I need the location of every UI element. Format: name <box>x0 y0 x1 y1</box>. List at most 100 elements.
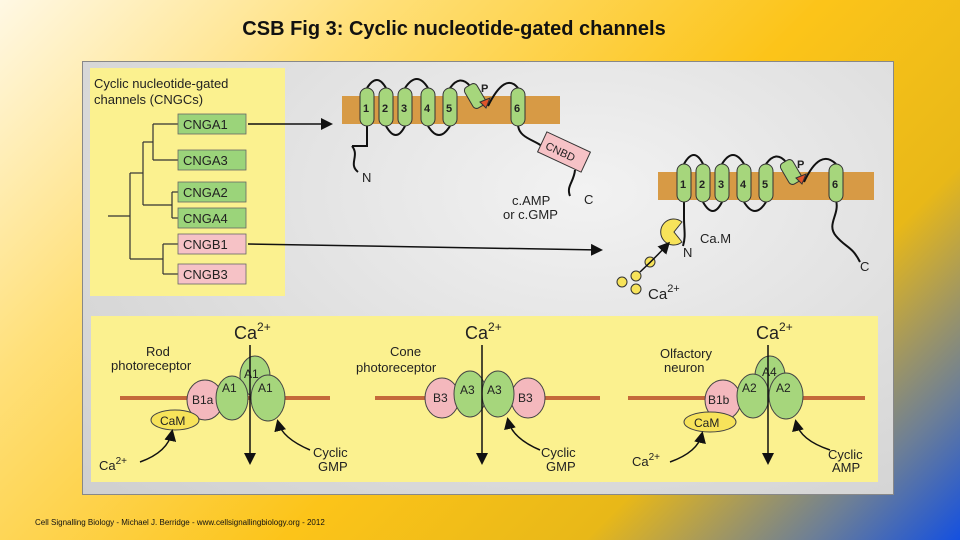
channel-a-segment-3 <box>397 87 413 127</box>
olfactory-cam <box>683 411 737 433</box>
channel-b-label-4: 4 <box>740 179 747 191</box>
olfactory-ligand-arrow <box>792 419 831 451</box>
olfactory-label-a4: A4 <box>762 365 777 379</box>
rod-ligand-arrow <box>274 419 311 451</box>
olfactory-cam-label: CaM <box>694 416 719 430</box>
rod-subunit-a1-left <box>215 375 249 421</box>
cone-label-a3-left: A3 <box>460 383 475 397</box>
channel-a-label-2: 2 <box>382 103 388 115</box>
olfactory-neuron-complex: Ca2+ Olfactory neuron B1b A2 A2 A4 CaM C… <box>628 320 865 475</box>
channel-b-label-1: 1 <box>680 179 686 191</box>
cone-ligand-line1: Cyclic <box>541 445 576 460</box>
olfactory-top-ion: Ca2+ <box>756 320 793 343</box>
olfactory-cell-line2: neuron <box>664 360 704 375</box>
channel-b-pore-tip <box>795 173 807 185</box>
channel-a-segment-2 <box>378 87 394 127</box>
ca-ion <box>630 270 642 282</box>
footer-credit: Cell Signalling Biology - Michael J. Ber… <box>35 518 325 527</box>
rod-label-b1a: B1a <box>192 393 214 407</box>
channel-b-label-2: 2 <box>699 179 705 191</box>
subunit-box-cngb3 <box>177 263 247 285</box>
subunit-box-cnga2 <box>177 181 247 203</box>
rod-cam-label: CaM <box>160 414 185 428</box>
cnbd-ligand-line1: c.AMP <box>512 193 550 208</box>
channel-b-label-5: 5 <box>762 179 768 191</box>
subunit-box-cngb1 <box>177 233 247 255</box>
olfactory-bottom-ion: Ca2+ <box>632 452 660 469</box>
channel-b-c-label: C <box>860 259 869 274</box>
channel-a-label-4: 4 <box>424 103 431 115</box>
cone-photoreceptor-complex: Ca2+ Cone photoreceptor B3 A3 A3 B3 Cycl… <box>356 320 600 474</box>
ca-to-cam-arrow <box>639 241 671 273</box>
channel-b-n-tail <box>682 200 686 247</box>
channel-b-ion-label: Ca2+ <box>648 283 680 303</box>
rod-cell-line2: photoreceptor <box>111 358 192 373</box>
tree-heading-line1: Cyclic nucleotide-gated <box>94 76 228 91</box>
channel-b-segment-2 <box>695 163 711 203</box>
rod-label-a1-left: A1 <box>222 381 237 395</box>
channel-b-segment-3 <box>714 163 730 203</box>
cnbd-ligand-line2: or c.GMP <box>503 207 558 222</box>
channel-b-n-label: N <box>683 245 692 260</box>
channel-a-label-3: 3 <box>401 103 407 115</box>
dendrogram <box>108 123 178 275</box>
rod-label-a1-right: A1 <box>258 381 273 395</box>
cone-ligand-line2: GMP <box>546 459 576 474</box>
rod-subunit-a1-right <box>250 374 286 422</box>
slide-title: CSB Fig 3: Cyclic nucleotide-gated chann… <box>242 18 666 40</box>
channel-b-label-3: 3 <box>718 179 724 191</box>
rod-photoreceptor-complex: Ca2+ Rod photoreceptor B1a A1 A1 A1 CaM … <box>99 320 348 474</box>
cone-label-b3-right: B3 <box>518 391 533 405</box>
channel-b-cam-bound <box>660 218 683 246</box>
channel-a-label-1: 1 <box>363 103 369 115</box>
channel-a-topology: 1 2 3 4 5 6 P N C CNBD c.AMP or c.GMP <box>342 78 593 222</box>
channel-a-segment-4 <box>420 87 436 127</box>
channel-b-cam-label: Ca.M <box>700 231 731 246</box>
olfactory-label-a2-right: A2 <box>776 381 791 395</box>
channel-b-label-6: 6 <box>832 179 838 191</box>
channel-a-pore-tip <box>479 97 491 109</box>
channel-a-n-label: N <box>362 170 371 185</box>
olfactory-subunit-a2-right <box>768 372 804 420</box>
subunit-box-cnga3 <box>177 149 247 171</box>
channel-b-segment-1 <box>676 163 692 203</box>
rod-ligand-line1: Cyclic <box>313 445 348 460</box>
channel-b-c-tail <box>831 199 861 263</box>
rod-top-ion: Ca2+ <box>234 320 271 343</box>
cone-label-b3-left: B3 <box>433 391 448 405</box>
cnbd-domain: CNBD <box>536 131 592 173</box>
subunit-label-cnga4: CNGA4 <box>183 211 228 226</box>
channel-a-c-tail <box>567 169 576 197</box>
rod-cell-line1: Rod <box>146 344 170 359</box>
channel-b-topology: 1 2 3 4 5 6 P N C Ca.M Ca2+ <box>616 154 874 303</box>
ca-ion <box>616 276 628 288</box>
subunit-label-cngb3: CNGB3 <box>183 267 228 282</box>
cone-cell-line1: Cone <box>390 344 421 359</box>
cone-cell-line2: photoreceptor <box>356 360 437 375</box>
olfactory-ligand-line2: AMP <box>832 460 860 475</box>
olfactory-ligand-line1: Cyclic <box>828 447 863 462</box>
channel-a-segment-5 <box>442 87 458 127</box>
channel-b-pore-label: P <box>797 159 804 171</box>
channel-a-pore-label: P <box>481 83 488 95</box>
channel-b-segment-4 <box>736 163 752 203</box>
olfactory-ca-arrow <box>669 431 706 463</box>
channel-a-label-5: 5 <box>446 103 452 115</box>
subunit-box-cnga1 <box>177 113 247 135</box>
cone-ligand-arrow <box>504 417 541 451</box>
rod-ligand-line2: GMP <box>318 459 348 474</box>
cone-label-a3-right: A3 <box>487 383 502 397</box>
channel-a-segment-6 <box>510 87 526 127</box>
subunit-label-cngb1: CNGB1 <box>183 237 228 252</box>
channel-a-label-6: 6 <box>514 103 520 115</box>
olfactory-cell-line1: Olfactory <box>660 346 713 361</box>
olfactory-label-b1b: B1b <box>708 393 730 407</box>
subunit-label-cnga3: CNGA3 <box>183 153 228 168</box>
channel-a-c-label: C <box>584 192 593 207</box>
olfactory-label-a2-left: A2 <box>742 381 757 395</box>
rod-bottom-ion: Ca2+ <box>99 456 127 473</box>
subunit-box-cnga4 <box>177 207 247 229</box>
ca-ion <box>630 283 642 295</box>
subunit-label-cnga1: CNGA1 <box>183 117 228 132</box>
